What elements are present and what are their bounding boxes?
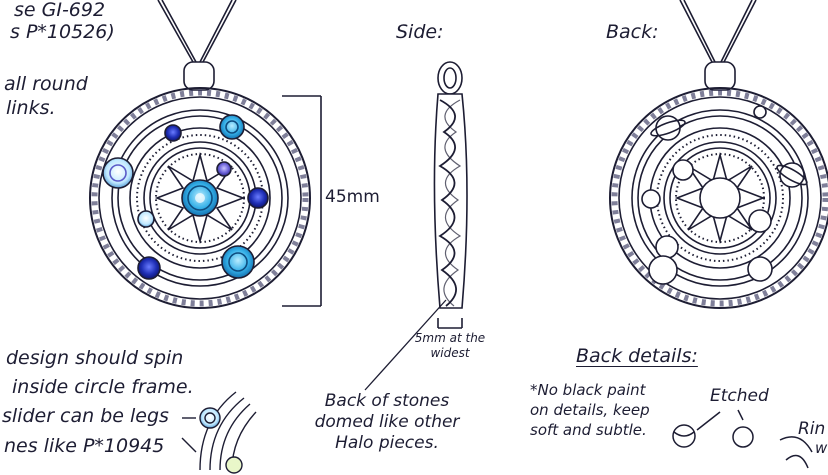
note-slider-line1: slider can be legs xyxy=(2,405,169,427)
back-details-heading: Back details: xyxy=(576,345,698,367)
front-stone-right xyxy=(247,187,269,209)
front-stone-top-right xyxy=(219,114,245,140)
width-dimension-label-line1: 5mm at the xyxy=(414,331,486,345)
back-details-sketches xyxy=(672,409,813,469)
back-details-note-line2: on details, keep xyxy=(530,401,650,419)
note-spin-line2: inside circle frame. xyxy=(12,376,194,398)
ring-label-line2: w xyxy=(815,439,828,457)
back-details-note-line1: *No black paint xyxy=(530,381,646,399)
front-chain-right xyxy=(202,0,237,63)
front-stone-bottom-left xyxy=(137,256,161,280)
side-pendant xyxy=(364,61,468,391)
front-stone-bottom-right xyxy=(221,245,255,279)
note-spin-line1: design should spin xyxy=(6,347,184,369)
note-model-ref-line2: s P*10526) xyxy=(10,21,115,43)
front-stone-small-right xyxy=(216,161,232,177)
side-view-label: Side: xyxy=(396,21,444,43)
back-view-label: Back: xyxy=(606,21,659,43)
back-pendant xyxy=(609,0,828,309)
ring-label-line1: Rin xyxy=(798,419,826,439)
height-dimension xyxy=(282,95,322,307)
front-chain-left xyxy=(157,0,194,63)
width-dimension-label-line2: widest xyxy=(430,346,470,360)
back-details-note-line3: soft and subtle. xyxy=(530,421,647,439)
side-note-line3: Halo pieces. xyxy=(335,433,439,453)
front-stone-left xyxy=(102,157,134,189)
front-pendant xyxy=(89,0,311,309)
front-bail xyxy=(183,61,215,91)
side-note-line1: Back of stones xyxy=(324,391,450,411)
note-model-ref-line1: se GI-692 xyxy=(14,0,106,21)
front-stone-top-left xyxy=(164,124,182,142)
side-note-line2: domed like other xyxy=(314,412,460,432)
note-chain-line2: links. xyxy=(6,97,56,119)
etched-label: Etched xyxy=(710,386,769,406)
height-dimension-label: 45mm xyxy=(325,187,380,207)
front-stone-inner-left xyxy=(137,210,155,228)
note-slider-line2: nes like P*10945 xyxy=(4,435,165,457)
note-chain-line1: all round xyxy=(4,73,88,95)
slider-detail-sketch xyxy=(181,391,257,474)
